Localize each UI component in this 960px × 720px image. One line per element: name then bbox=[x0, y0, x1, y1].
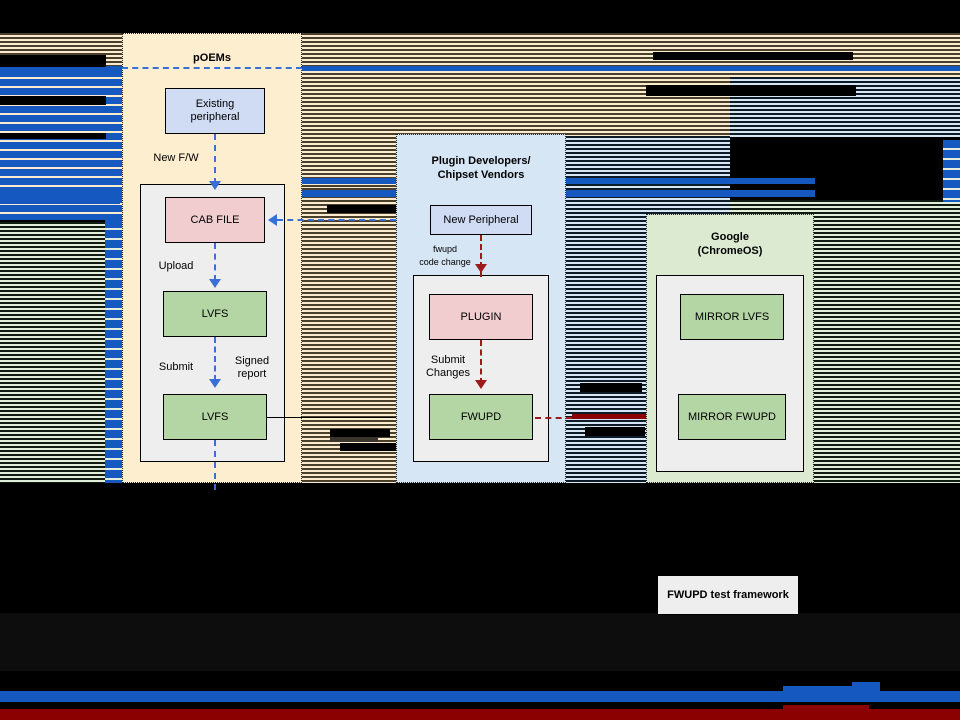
glitch-bar-red-bottom bbox=[0, 709, 960, 720]
node-mirror-lvfs[interactable]: MIRROR LVFS bbox=[680, 294, 784, 340]
glitch-line-blue-6 bbox=[105, 492, 727, 501]
lane-google-title-line2: (ChromeOS) bbox=[697, 245, 763, 257]
glitch-bar-red-bottom-seg bbox=[783, 705, 869, 709]
node-lvfs-submit-label: LVFS bbox=[201, 410, 229, 423]
lane-plugin-title-line1: Plugin Developers/ bbox=[431, 155, 531, 167]
glitch-band-dark-1 bbox=[0, 613, 960, 671]
arrowhead-lvfs-to-lvfs bbox=[209, 379, 221, 388]
node-fwupd-label: FWUPD bbox=[460, 410, 502, 423]
glitch-bar-blue-bottom-seg2 bbox=[852, 682, 880, 698]
glitch-blob-8 bbox=[585, 427, 645, 436]
glitch-bar-blue-bottom bbox=[0, 691, 960, 702]
glitch-band-black-1 bbox=[0, 0, 960, 33]
lane-plugin-title-line2: Chipset Vendors bbox=[437, 169, 525, 181]
node-cab-file[interactable]: CAB FILE bbox=[165, 197, 265, 243]
glitch-line-blue-4 bbox=[0, 200, 120, 204]
edge-newperipheral-to-cab bbox=[277, 219, 437, 221]
glitch-stripes-green-left bbox=[0, 222, 120, 484]
edge-cab-to-lvfs bbox=[214, 243, 216, 281]
edge-label-signed-report: Signed report bbox=[234, 355, 270, 380]
arrowhead-plugin-to-fwupd bbox=[475, 380, 487, 389]
glitch-bar-blue-bottom-seg bbox=[783, 686, 869, 691]
glitch-blob-5 bbox=[330, 437, 378, 442]
edge-existing-to-cab bbox=[214, 134, 216, 184]
glitch-blue-band-left bbox=[0, 70, 122, 220]
glitch-blue-band-left-lower bbox=[105, 220, 122, 484]
node-lvfs-submit[interactable]: LVFS bbox=[163, 394, 267, 440]
node-existing-peripheral-label: Existing peripheral bbox=[190, 98, 240, 123]
glitch-line-blue-5 bbox=[105, 484, 727, 492]
edge-label-submit: Submit bbox=[158, 361, 194, 373]
node-lvfs-upload-label: LVFS bbox=[201, 307, 229, 320]
edge-lvfs-exit-down bbox=[214, 440, 216, 490]
legend-fwupd-test-framework[interactable]: FWUPD test framework bbox=[657, 575, 799, 615]
arrowhead-newperipheral-to-plugin bbox=[475, 264, 487, 273]
node-cab-file-label: CAB FILE bbox=[190, 213, 240, 226]
node-existing-peripheral[interactable]: Existing peripheral bbox=[165, 88, 265, 134]
lane-poems-title: pOEMs bbox=[193, 52, 231, 64]
lane-google-title-line1: Google bbox=[711, 231, 749, 243]
glitch-stripes-green-right bbox=[813, 200, 960, 484]
edge-label-fwupd-code-change: fwupd code change bbox=[419, 244, 471, 267]
glitch-band-black-3 bbox=[0, 483, 960, 613]
edge-plugin-to-fwupd bbox=[480, 340, 482, 384]
glitch-blob-2 bbox=[646, 85, 856, 96]
glitch-blob-7 bbox=[580, 383, 642, 392]
glitch-blob-10 bbox=[0, 133, 106, 139]
node-mirror-fwupd-label: MIRROR FWUPD bbox=[688, 410, 776, 423]
glitch-blob-3 bbox=[327, 205, 399, 213]
legend-fwupd-test-framework-label: FWUPD test framework bbox=[667, 588, 789, 601]
node-new-peripheral-label: New Peripheral bbox=[443, 213, 519, 226]
node-plugin[interactable]: PLUGIN bbox=[429, 294, 533, 340]
edge-lvfs-to-lvfs bbox=[214, 337, 216, 381]
glitch-band-black-2 bbox=[0, 55, 106, 67]
glitch-band-black-4 bbox=[0, 671, 960, 691]
glitch-blob-1 bbox=[653, 52, 853, 60]
glitch-blob-6 bbox=[340, 443, 400, 451]
edge-poems-lane-top-dash bbox=[122, 67, 302, 69]
arrowhead-cab-to-lvfs bbox=[209, 279, 221, 288]
node-mirror-lvfs-label: MIRROR LVFS bbox=[694, 310, 770, 323]
glitch-blob-4 bbox=[330, 429, 390, 437]
edge-label-submit-changes: Submit Changes bbox=[425, 354, 471, 379]
edge-label-new-fw: New F/W bbox=[153, 152, 199, 164]
arrowhead-existing-to-cab bbox=[209, 181, 221, 190]
node-plugin-label: PLUGIN bbox=[460, 310, 502, 323]
node-mirror-fwupd[interactable]: MIRROR FWUPD bbox=[678, 394, 786, 440]
edge-label-upload: Upload bbox=[158, 260, 194, 272]
node-lvfs-upload[interactable]: LVFS bbox=[163, 291, 267, 337]
edge-lvfs-to-fwupd bbox=[267, 417, 427, 418]
glitch-bar-black-bottom bbox=[0, 702, 960, 709]
node-new-peripheral[interactable]: New Peripheral bbox=[430, 205, 532, 235]
glitch-blue-band-right bbox=[943, 140, 960, 202]
arrowhead-newperipheral-to-cab bbox=[268, 214, 277, 226]
glitch-blob-9 bbox=[0, 96, 106, 105]
edge-newperipheral-to-plugin bbox=[480, 235, 482, 277]
node-fwupd[interactable]: FWUPD bbox=[429, 394, 533, 440]
